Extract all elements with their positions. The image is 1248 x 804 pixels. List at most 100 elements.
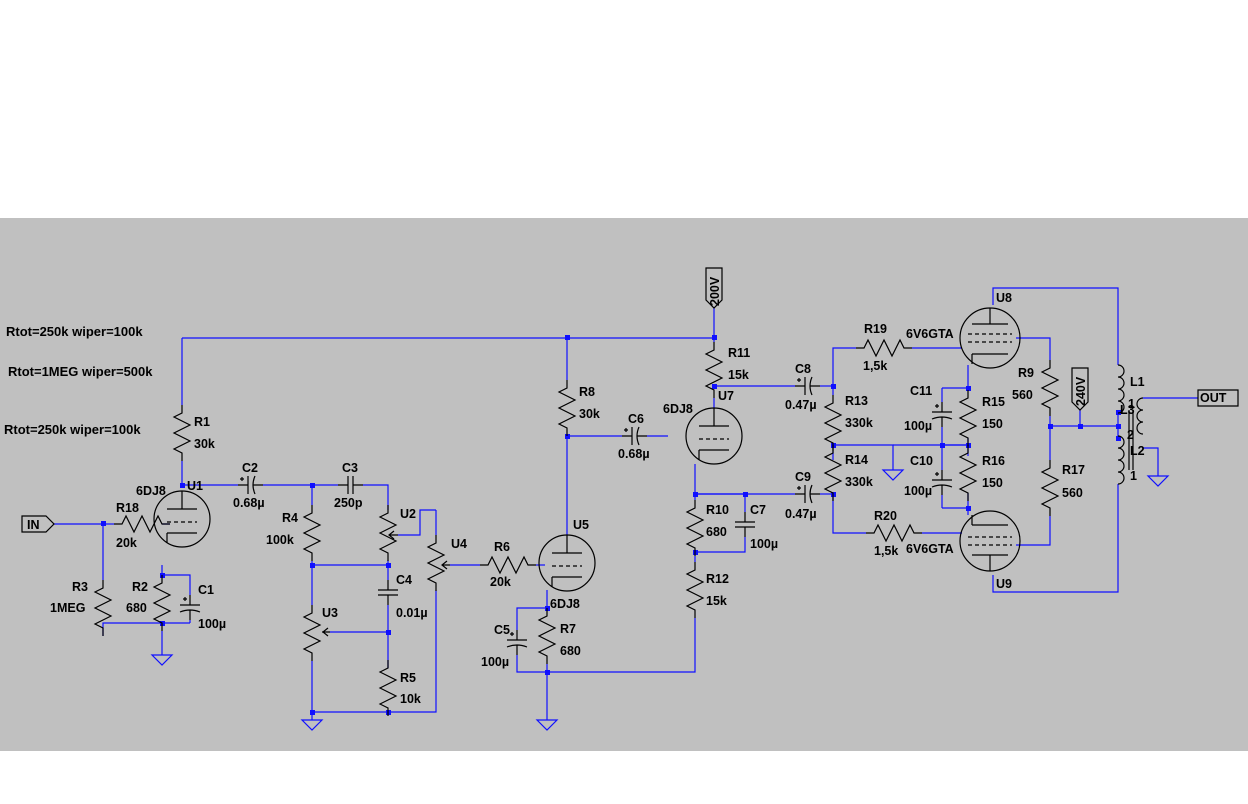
svg-text:6V6GTA: 6V6GTA [906,327,954,341]
note-1: Rtot=250k wiper=100k [6,324,143,339]
svg-text:0.01µ: 0.01µ [396,606,428,620]
labels: Rtot=250k wiper=100k Rtot=1MEG wiper=500… [4,291,1145,706]
svg-text:U5: U5 [573,518,589,532]
supply-240v[interactable]: 240V [1071,367,1089,411]
output-port[interactable]: OUT [1197,389,1239,407]
pot-wiper-u3 [322,627,330,637]
capacitor-c10[interactable] [931,469,953,496]
potentiometer-u2[interactable] [379,504,397,562]
svg-text:100µ: 100µ [750,537,778,551]
capacitor-c2[interactable] [237,475,264,495]
svg-text:OUT: OUT [1200,391,1227,405]
svg-text:R4: R4 [282,511,298,525]
capacitor-c9[interactable] [794,484,821,504]
resistor-r19[interactable] [855,339,913,357]
resistor-r7[interactable] [538,607,556,665]
svg-text:C7: C7 [750,503,766,517]
capacitor-c5[interactable] [506,629,528,656]
svg-text:0.47µ: 0.47µ [785,398,817,412]
input-port[interactable]: IN [21,515,55,533]
svg-text:C2: C2 [242,461,258,475]
pot-wiper-u2 [388,530,398,540]
svg-text:100µ: 100µ [481,655,509,669]
svg-text:680: 680 [126,601,147,615]
resistor-r1[interactable] [173,404,191,462]
wires [54,287,1198,720]
resistor-r6[interactable] [479,556,537,574]
resistor-r15[interactable] [959,389,977,447]
svg-text:R9: R9 [1018,366,1034,380]
svg-text:C3: C3 [342,461,358,475]
svg-text:0.68µ: 0.68µ [233,496,265,510]
svg-text:L3: L3 [1120,403,1135,417]
svg-text:0.47µ: 0.47µ [785,507,817,521]
capacitor-c1[interactable] [179,594,201,621]
schematic-canvas[interactable]: IN OUT 200V 240V Rtot=250k wiper=100k Rt… [0,218,1248,751]
svg-text:R14: R14 [845,453,868,467]
svg-text:U3: U3 [322,606,338,620]
capacitor-c11[interactable] [931,401,953,428]
svg-text:C4: C4 [396,573,412,587]
schematic-svg: IN OUT 200V 240V Rtot=250k wiper=100k Rt… [4,267,1239,731]
svg-text:R5: R5 [400,671,416,685]
svg-text:330k: 330k [845,475,873,489]
resistor-r8[interactable] [558,379,576,437]
inductor-l3[interactable] [1136,397,1144,435]
tube-u9[interactable] [959,510,1021,572]
svg-text:6DJ8: 6DJ8 [136,484,166,498]
svg-text:U4: U4 [451,537,467,551]
tube-u8[interactable] [959,307,1021,369]
svg-text:0.68µ: 0.68µ [618,447,650,461]
supply-200v[interactable]: 200V [705,267,723,309]
svg-text:R7: R7 [560,622,576,636]
svg-text:680: 680 [560,644,581,658]
svg-text:150: 150 [982,476,1003,490]
svg-text:R12: R12 [706,572,729,586]
resistor-r10[interactable] [686,499,704,557]
resistor-r14[interactable] [824,444,842,502]
svg-text:U8: U8 [996,291,1012,305]
svg-text:1,5k: 1,5k [874,544,898,558]
capacitor-c8[interactable] [794,376,821,396]
resistor-r16[interactable] [959,444,977,502]
svg-text:6DJ8: 6DJ8 [550,597,580,611]
tube-u7[interactable] [685,407,743,465]
svg-text:C10: C10 [910,454,933,468]
resistor-r12[interactable] [686,561,704,619]
svg-text:250p: 250p [334,496,363,510]
svg-text:20k: 20k [116,536,137,550]
svg-text:10k: 10k [400,692,421,706]
resistor-r18[interactable] [113,515,171,533]
svg-text:C9: C9 [795,470,811,484]
resistor-r3[interactable] [94,579,112,637]
svg-text:560: 560 [1012,388,1033,402]
svg-text:150: 150 [982,417,1003,431]
tube-u5[interactable] [538,534,596,592]
svg-text:6V6GTA: 6V6GTA [906,542,954,556]
potentiometer-u3[interactable] [303,604,321,662]
svg-text:R1: R1 [194,415,210,429]
resistor-r13[interactable] [824,394,842,452]
inductor-l2[interactable] [1117,435,1125,485]
ground-symbol [882,469,904,481]
svg-text:R19: R19 [864,322,887,336]
svg-text:R6: R6 [494,540,510,554]
potentiometer-u4[interactable] [427,534,445,592]
svg-text:100µ: 100µ [904,484,932,498]
svg-text:C8: C8 [795,362,811,376]
capacitor-c6[interactable] [621,426,648,446]
resistor-r4[interactable] [303,504,321,562]
resistor-r9[interactable] [1041,359,1059,417]
resistor-r17[interactable] [1041,459,1059,517]
capacitor-c4[interactable] [377,579,399,606]
capacitor-c3[interactable] [337,475,364,495]
svg-text:C1: C1 [198,583,214,597]
svg-text:C5: C5 [494,623,510,637]
svg-text:1: 1 [1128,397,1135,411]
resistor-r5[interactable] [379,659,397,717]
resistor-r20[interactable] [865,524,923,542]
svg-text:R18: R18 [116,501,139,515]
svg-text:L2: L2 [1130,444,1145,458]
tube-u1[interactable] [153,490,211,548]
svg-text:560: 560 [1062,486,1083,500]
